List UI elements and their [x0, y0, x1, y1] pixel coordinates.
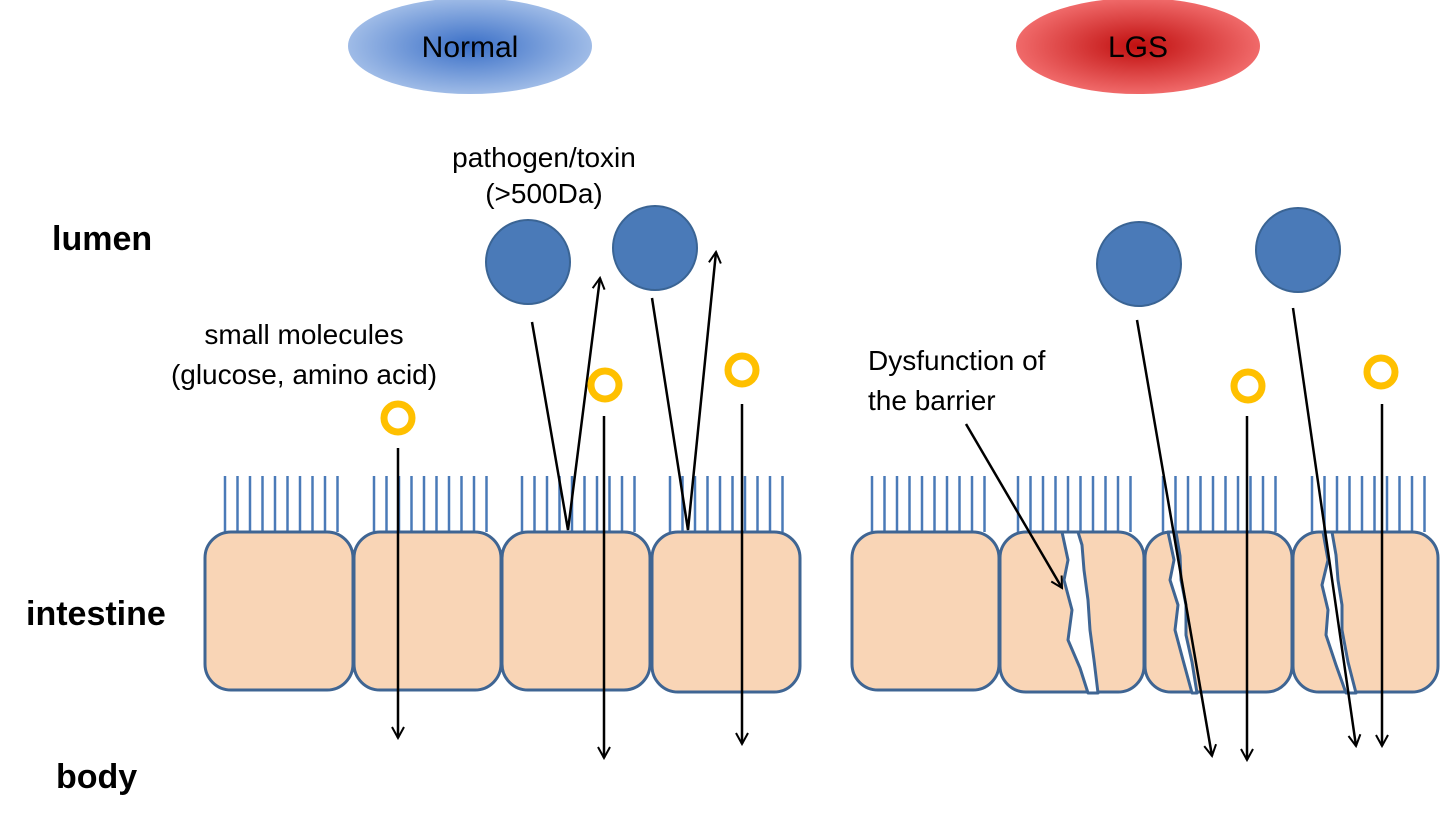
pathogen-circle [612, 205, 698, 291]
microvilli [223, 476, 1426, 532]
small-molecule-circle [587, 367, 623, 403]
dysfunction-pointer-arrow [964, 423, 1064, 588]
dysfunction-label-line2: the barrier [868, 385, 996, 416]
dysfunction-label-line1: Dysfunction of [868, 345, 1046, 376]
lgs-label: LGS [1108, 31, 1168, 64]
epithelial-cell [352, 530, 503, 692]
pathogen-reflect-arrow [530, 278, 600, 531]
lgs-header: LGS [1016, 0, 1260, 94]
small-molecules [380, 352, 1399, 436]
normal-epithelium [203, 530, 802, 694]
normal-label: Normal [422, 31, 519, 64]
small-molecule-circle [724, 352, 760, 388]
normal-header: Normal [348, 0, 592, 94]
pathogen-leak-arrow [1135, 319, 1212, 756]
epithelial-cell [850, 530, 1001, 692]
pathogen-reflect-arrow [650, 252, 716, 531]
pathogen-label-line2: (>500Da) [485, 178, 603, 209]
epithelial-cell [1143, 530, 1294, 694]
small-molecules-label-line2: (glucose, amino acid) [171, 359, 437, 390]
pathogen-circle [1255, 207, 1341, 293]
small-molecule-circle [1363, 354, 1399, 390]
intestine-label: intestine [26, 595, 166, 633]
epithelial-cell [203, 530, 355, 692]
pathogen-label-line1: pathogen/toxin [452, 142, 636, 173]
small-molecule-circle [1230, 368, 1266, 404]
pathogens [485, 205, 1341, 307]
crack [1166, 530, 1199, 695]
crack [1060, 530, 1100, 695]
body-label: body [56, 758, 137, 796]
small-molecules-label-line1: small molecules [204, 319, 403, 350]
epithelial-cell [650, 530, 802, 694]
small-molecule-circle [380, 400, 416, 436]
pathogen-circle [485, 219, 571, 305]
barrier-cracks [1060, 530, 1358, 695]
epithelial-cell [1291, 530, 1440, 694]
pathogen-circle [1096, 221, 1182, 307]
lumen-label: lumen [52, 220, 152, 258]
epithelial-cell [500, 530, 652, 692]
arrows [398, 252, 1382, 760]
pathogen-leak-arrow [1291, 307, 1356, 746]
